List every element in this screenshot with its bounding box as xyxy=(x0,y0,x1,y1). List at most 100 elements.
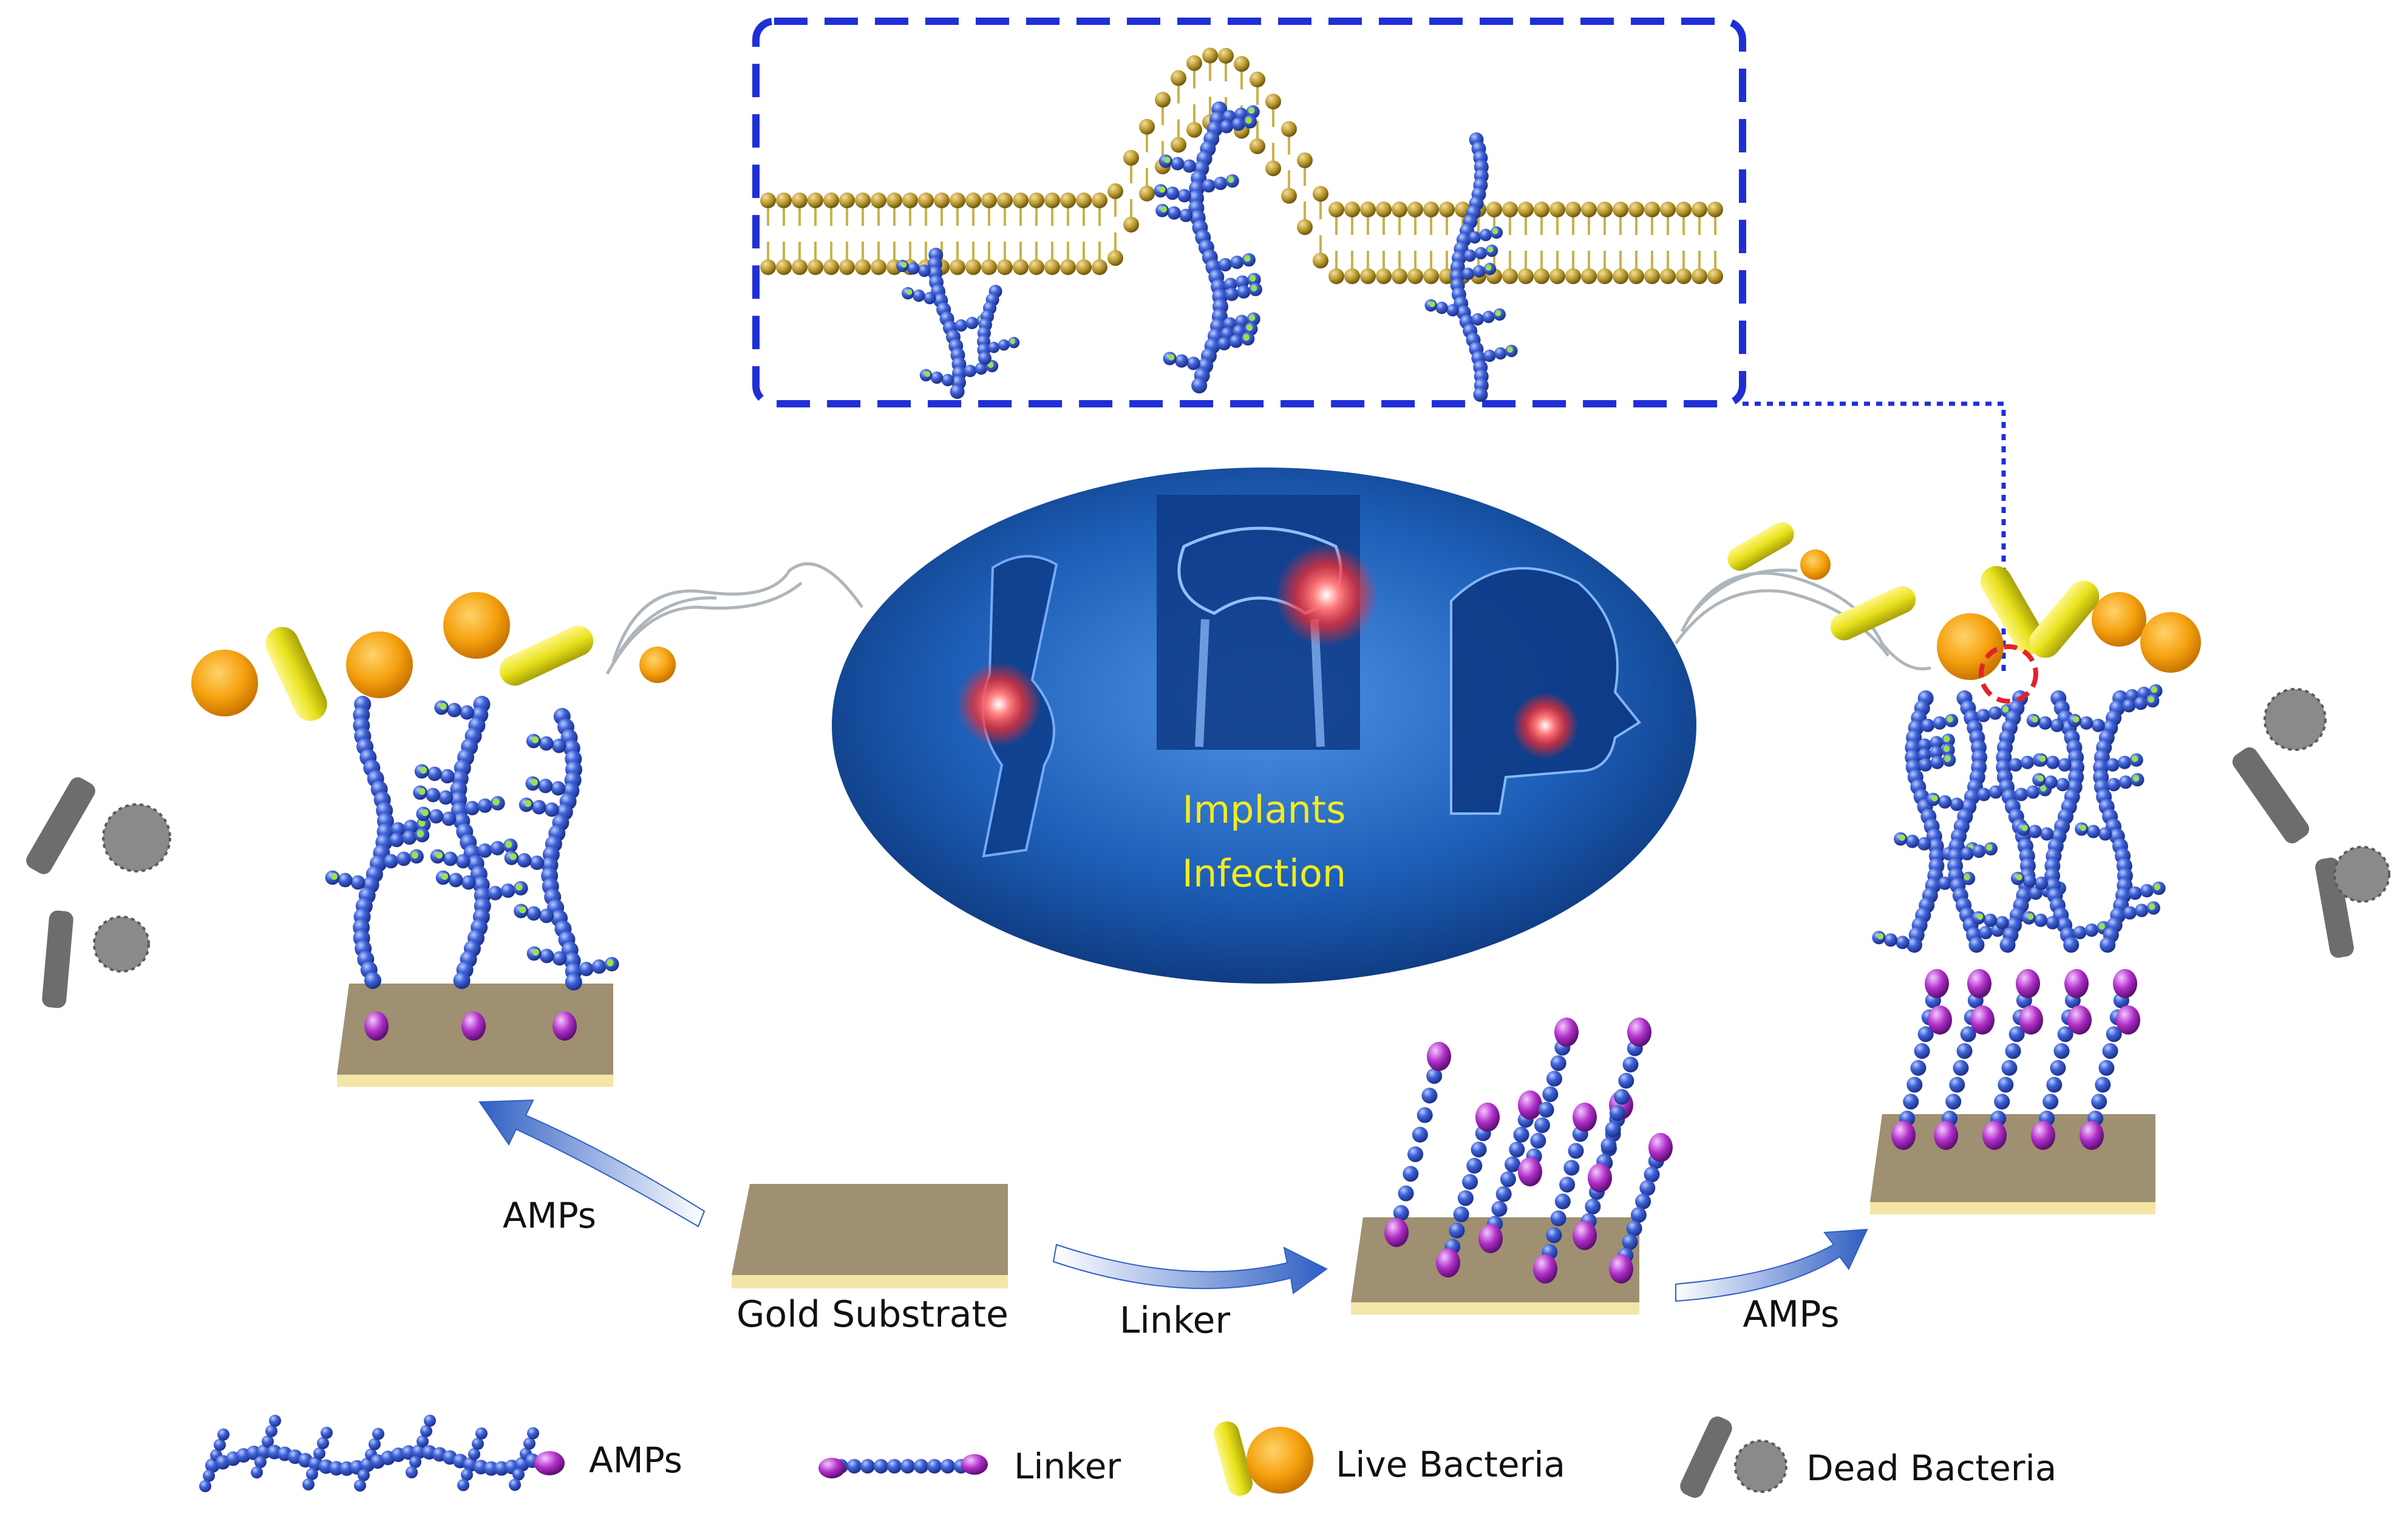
peptide-side-atom xyxy=(440,702,447,710)
linker-anchor xyxy=(1648,1133,1673,1162)
lipid-head xyxy=(1029,259,1044,275)
linker-bead xyxy=(1635,1193,1651,1209)
peptide-bead xyxy=(1471,313,1484,326)
peptide-side-atom xyxy=(2032,716,2038,722)
linker-anchor xyxy=(1436,1248,1460,1277)
peptide-side-atom xyxy=(1244,255,1251,262)
peptide-side-atom xyxy=(420,766,427,774)
lipid-head xyxy=(1439,202,1455,217)
peptide-bead xyxy=(2046,916,2059,930)
peptide-side-atom xyxy=(1164,157,1171,163)
linker-bead xyxy=(2046,1076,2063,1093)
lipid-head xyxy=(1628,268,1644,284)
lipid-head xyxy=(1518,268,1534,284)
peptide-bead xyxy=(579,962,594,976)
arrow-to-left-surface xyxy=(478,1099,706,1228)
peptide-bead xyxy=(2056,778,2070,792)
peptide-side-atom xyxy=(1931,795,1938,801)
lipid-head xyxy=(792,192,808,208)
lipid-head xyxy=(1597,202,1613,217)
linker-anchor xyxy=(961,1454,988,1475)
amp-peptide xyxy=(896,248,999,399)
peptide-side-atom xyxy=(417,830,424,838)
peptide-bead xyxy=(1231,117,1245,131)
peptide-bead xyxy=(923,291,936,305)
lipid-head xyxy=(1060,192,1076,208)
peptide-bead xyxy=(954,319,968,332)
lipid-head xyxy=(1265,93,1281,110)
peptide-bead xyxy=(464,801,480,815)
linker-bead xyxy=(1917,1026,1934,1042)
linker-bead xyxy=(1393,1205,1409,1221)
peptide-bead xyxy=(1230,255,1244,270)
peptide-side-atom xyxy=(531,736,539,744)
live-bacteria-sphere xyxy=(639,647,676,683)
peptide-bead xyxy=(1217,336,1231,351)
lipid-head xyxy=(1518,202,1534,217)
peptide-bead xyxy=(1435,301,1448,314)
peptide-bead xyxy=(429,809,444,824)
linker-bead xyxy=(1534,1117,1550,1134)
peptide-bead xyxy=(2058,758,2072,772)
lipid-head xyxy=(1139,185,1155,202)
peptide-bead xyxy=(544,802,559,817)
peptide-bead xyxy=(1938,876,1952,890)
peptide-side-atom xyxy=(1947,716,1953,722)
linker-bead xyxy=(874,1459,888,1474)
peptide-side-atom xyxy=(411,851,418,859)
peptide-bead xyxy=(907,262,920,275)
lipid-head xyxy=(855,259,871,275)
linker-bead xyxy=(1568,1143,1584,1159)
linker-bead xyxy=(2008,1026,2025,1042)
live-bacteria-rod xyxy=(1830,586,1916,641)
center-title-line2: Infection xyxy=(1182,851,1346,896)
linker-bead xyxy=(1554,1193,1571,1209)
peptide-bead xyxy=(551,781,566,796)
peptide-bead xyxy=(1225,287,1239,301)
peptide-side-atom xyxy=(1899,834,1905,841)
peptide-bead xyxy=(974,362,988,375)
peptide-bead xyxy=(448,872,463,888)
linker-bead xyxy=(914,1459,928,1474)
peptide-side-atom xyxy=(532,948,539,956)
peptide-bead xyxy=(350,875,366,890)
peptide-bead xyxy=(426,787,441,803)
peptide-side-atom xyxy=(1248,107,1255,114)
linker-bead xyxy=(1412,1126,1428,1143)
lipid-head xyxy=(1218,47,1234,64)
peptide-bead xyxy=(364,972,381,989)
legend-linker-label: Linker xyxy=(1014,1446,1121,1487)
amp-peptide xyxy=(1424,132,1518,402)
inset-frame xyxy=(752,18,1746,407)
peptide-side-atom xyxy=(509,853,517,860)
peptide-bead xyxy=(262,1435,274,1448)
live-bacteria-sphere xyxy=(1937,613,2004,680)
linker-bead xyxy=(2091,1093,2107,1110)
peptide-side-atom xyxy=(441,872,449,880)
live-bacteria-rod xyxy=(1727,522,1794,571)
linker-anchor xyxy=(1934,1121,1958,1150)
implants-infection-panel: Implants Infection xyxy=(832,467,1696,984)
peptide-bead xyxy=(1229,334,1243,348)
peptide-bead xyxy=(1218,257,1232,272)
peptide-side-atom xyxy=(1249,275,1256,282)
peptide-bead xyxy=(1950,797,1964,811)
dead-bacteria-rod xyxy=(2315,857,2354,958)
linker-anchor xyxy=(1478,1224,1503,1253)
peptide-bead xyxy=(2084,923,2098,937)
peptide-bead xyxy=(257,1444,271,1460)
peptide-bead xyxy=(2091,718,2105,732)
peptide-side-atom xyxy=(906,289,913,295)
linker-anchor xyxy=(2116,1005,2140,1035)
lipid-head xyxy=(1107,250,1123,266)
peptide-bead xyxy=(552,951,567,966)
peptide-bead xyxy=(1191,378,1208,393)
peptide-bead xyxy=(453,972,471,989)
peptide-bead xyxy=(2098,827,2112,841)
linker-bead xyxy=(2102,1043,2118,1059)
peptide-bead xyxy=(2080,716,2093,730)
linker-anchor xyxy=(1533,1254,1557,1284)
lipid-head xyxy=(1171,70,1186,86)
amp-peptide xyxy=(504,708,619,991)
peptide-side-atom xyxy=(1158,186,1166,193)
